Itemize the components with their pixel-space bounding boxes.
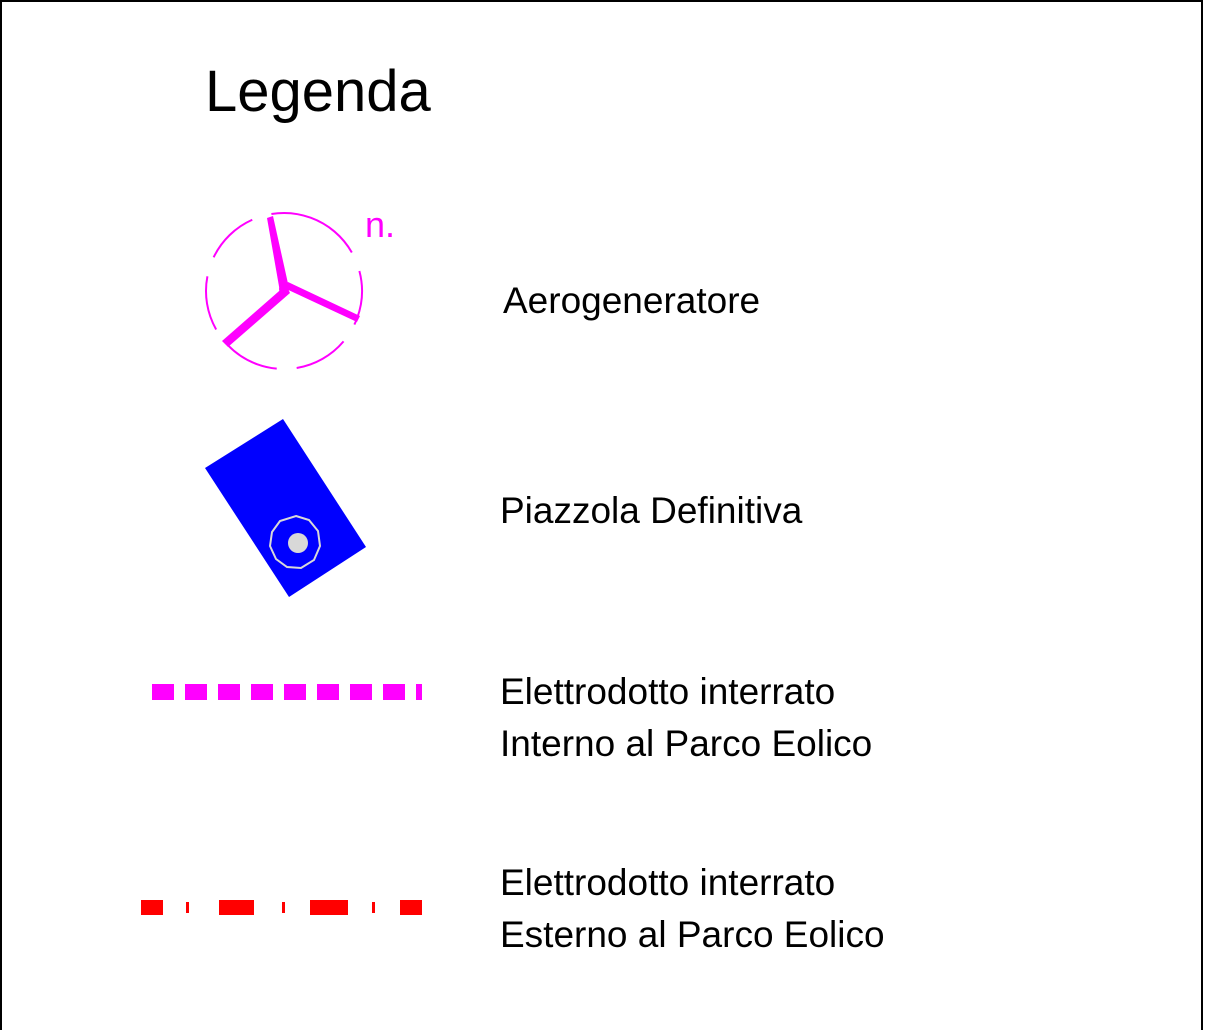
- legend-label-aerogeneratore: Aerogeneratore: [503, 275, 760, 327]
- legend-label-elettrodotto-esterno: Elettrodotto interrato Esterno al Parco …: [500, 857, 885, 961]
- dash-dot-line-icon: [141, 900, 422, 915]
- legend-label-line: Interno al Parco Eolico: [500, 723, 873, 764]
- platform-icon: [205, 419, 366, 597]
- legend-label-elettrodotto-interno: Elettrodotto interrato Interno al Parco …: [500, 666, 872, 770]
- dashed-line-icon: [152, 684, 422, 700]
- legend-label-line: Aerogeneratore: [503, 280, 761, 321]
- turbine-number-marker: n.: [365, 204, 396, 245]
- legend-label-line: Elettrodotto interrato: [500, 862, 836, 903]
- legend-title: Legenda: [205, 59, 431, 124]
- legend-label-line: Piazzola Definitiva: [500, 490, 803, 531]
- legend-label-piazzola: Piazzola Definitiva: [500, 485, 802, 537]
- legend-label-line: Esterno al Parco Eolico: [500, 914, 885, 955]
- legend-label-line: Elettrodotto interrato: [500, 671, 836, 712]
- wind-turbine-icon: [205, 212, 363, 370]
